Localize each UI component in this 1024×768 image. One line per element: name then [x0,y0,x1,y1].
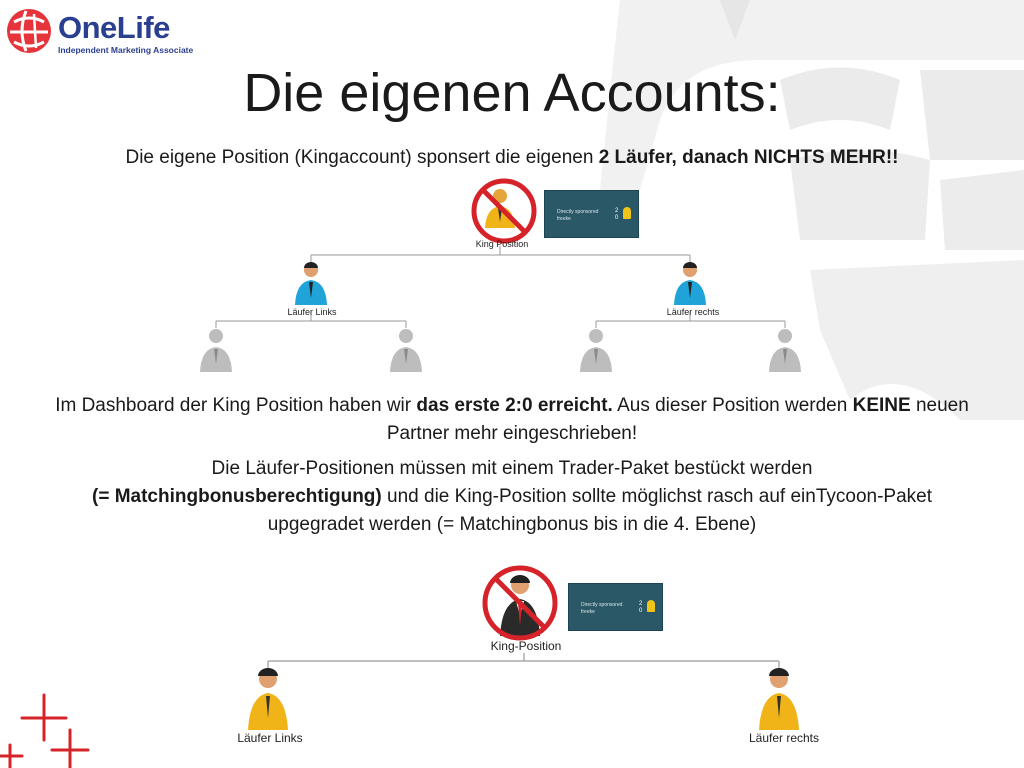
forbidden-icon [471,178,537,244]
intro-text: Die eigene Position (Kingaccount) sponse… [125,147,599,168]
left-runner-label: Läufer Links [237,731,303,745]
globe-icon [7,9,51,53]
user-icon [647,600,655,612]
paragraph-requirements: Die Läufer-Positionen müssen mit einem T… [92,458,932,535]
right-runner-icon [674,262,706,305]
onelife-logo: OneLife Independent Marketing Associate [6,8,193,56]
brand-name: OneLife [58,10,170,45]
king-person-icon [500,575,540,636]
king-label: King-Position [490,639,562,653]
intro-line: Die eigene Position (Kingaccount) sponse… [40,144,984,172]
right-runner-icon [759,668,799,730]
right-runner-label: Läufer rechts [666,307,720,317]
user-icon [623,207,631,219]
left-runner-icon [248,668,288,730]
forbidden-icon [482,565,558,641]
paragraph-dashboard: Im Dashboard der King Position haben wir… [55,395,969,444]
intro-bold: 2 Läufer, danach NICHTS MEHR!! [598,147,899,168]
sparkle-decoration [0,693,90,768]
left-runner-label: Läufer Links [287,307,337,317]
brand-subtitle: Independent Marketing Associate [58,45,194,55]
slide-title: Die eigenen Accounts: [243,63,781,123]
king-label: King Position [475,239,529,249]
right-runner-label: Läufer rechts [748,731,820,745]
left-runner-icon [295,262,327,305]
